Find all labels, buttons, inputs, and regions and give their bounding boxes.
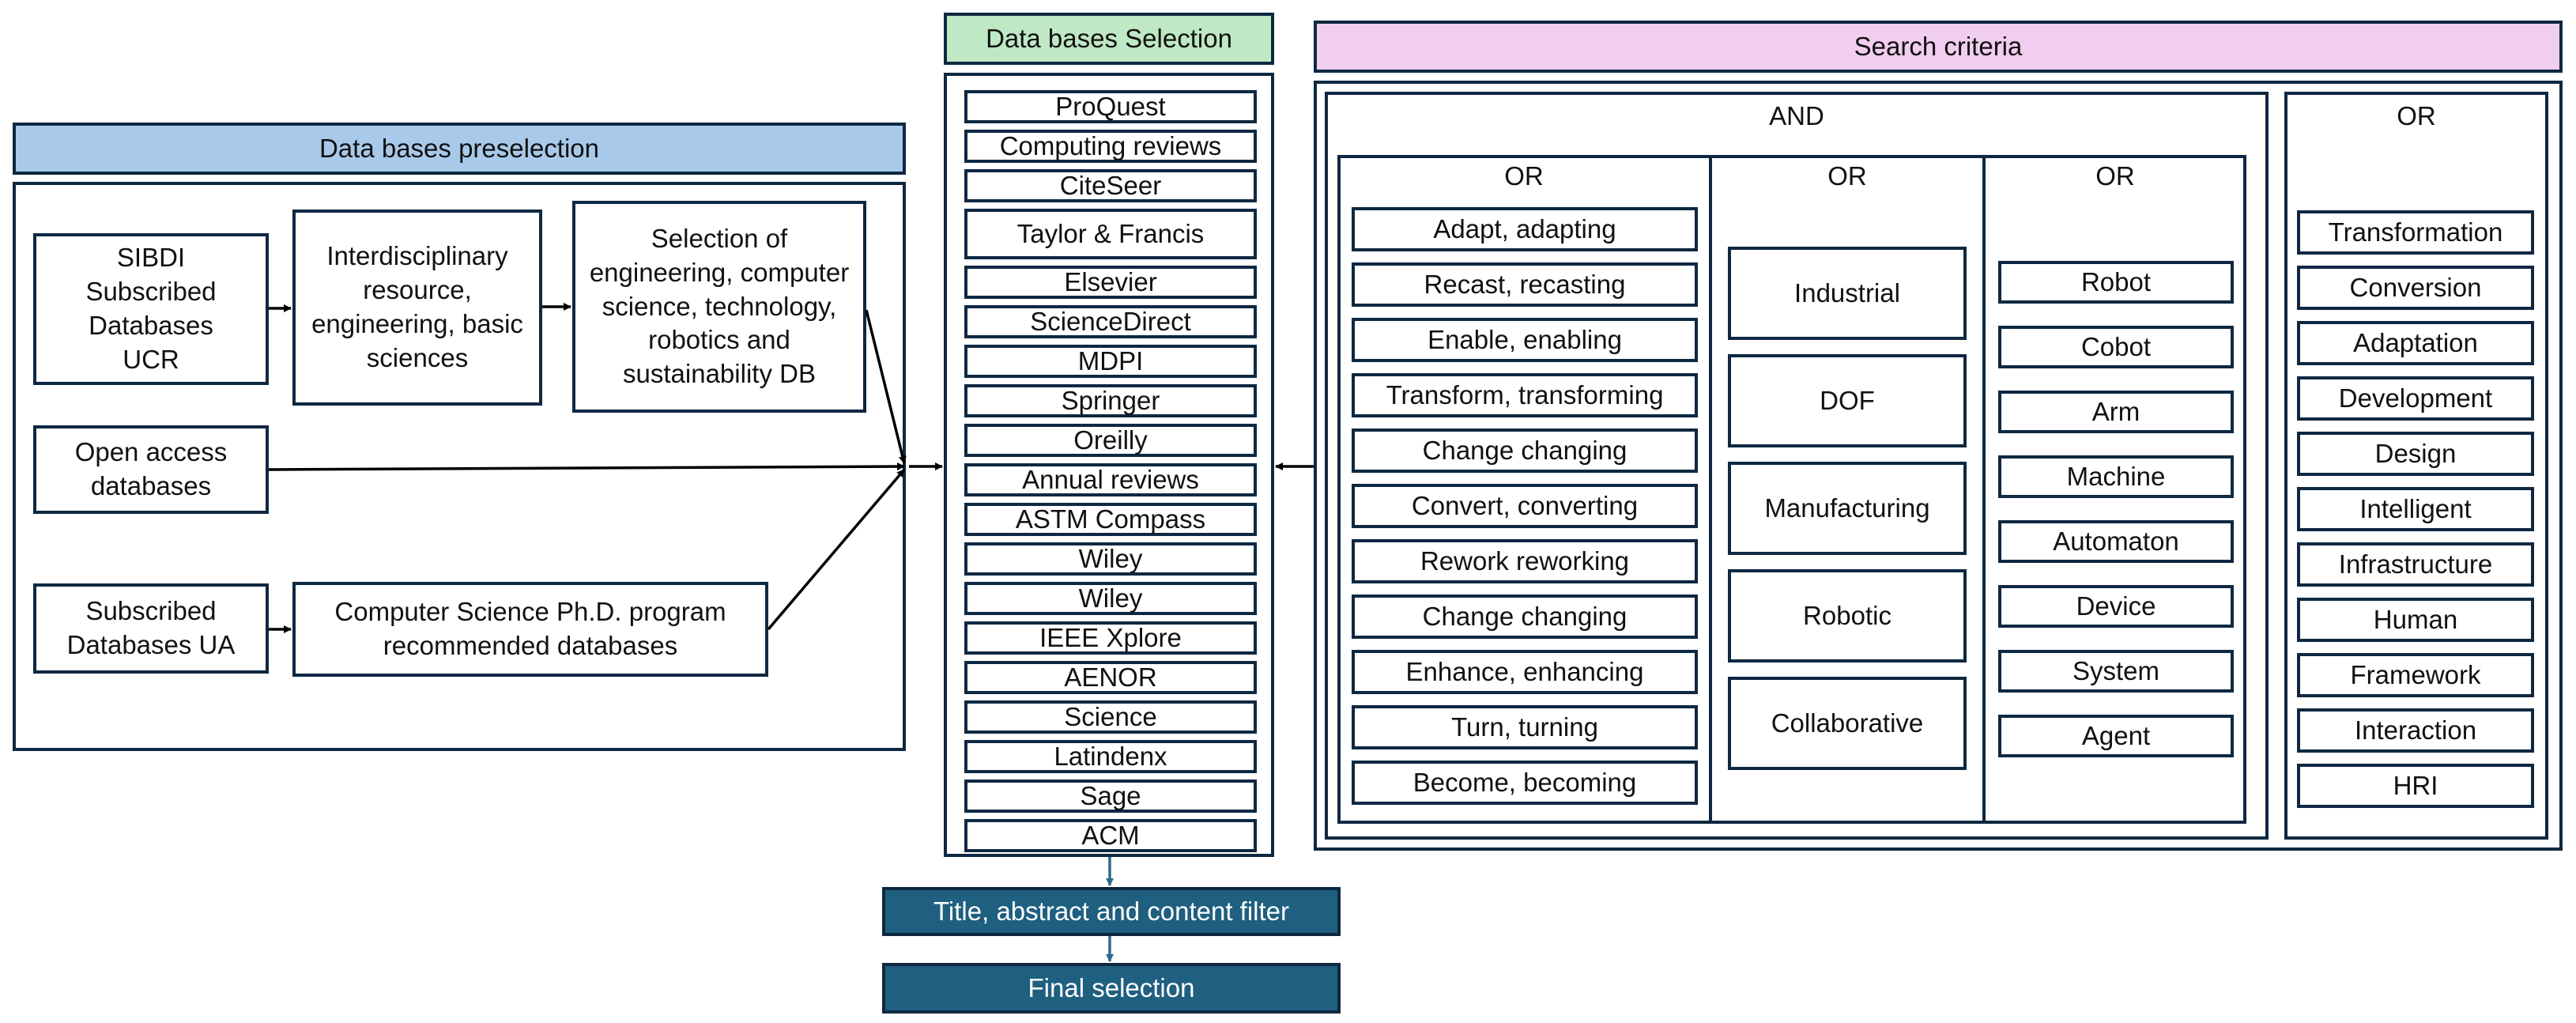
- verb-term: Rework reworking: [1352, 539, 1698, 583]
- concept-term: Design: [2297, 432, 2534, 476]
- verb-term: Transform, transforming: [1352, 373, 1698, 417]
- domain-term: Manufacturing: [1728, 462, 1967, 555]
- database-item: Annual reviews: [964, 463, 1257, 496]
- verb-term: Convert, converting: [1352, 484, 1698, 528]
- selection-header: Data bases Selection: [944, 13, 1274, 65]
- database-item: Oreilly: [964, 424, 1257, 457]
- database-item: ProQuest: [964, 90, 1257, 123]
- concept-term: Transformation: [2297, 210, 2534, 255]
- agent-term: Machine: [1998, 455, 2234, 498]
- concept-terms: Transformation Conversion Adaptation Dev…: [2297, 210, 2534, 808]
- database-item: CiteSeer: [964, 169, 1257, 202]
- or-group-concepts: [2284, 92, 2548, 840]
- database-item: AENOR: [964, 661, 1257, 694]
- and-group: [1325, 92, 2269, 840]
- or-label-concepts: OR: [2397, 101, 2436, 130]
- concept-term: Framework: [2297, 653, 2534, 697]
- agent-term: Arm: [1998, 391, 2234, 433]
- subscribed-ua-box: Subscribed Databases UA: [33, 583, 269, 674]
- or-divider: [1709, 155, 1712, 824]
- selection-of-box: Selection of engineering, computer scien…: [572, 201, 866, 413]
- database-item: Elsevier: [964, 266, 1257, 299]
- or-label-verbs: OR: [1504, 161, 1544, 191]
- database-item: ACM: [964, 819, 1257, 852]
- concept-term: Adaptation: [2297, 321, 2534, 365]
- concept-term: Human: [2297, 598, 2534, 642]
- final-selection-box: Final selection: [882, 963, 1341, 1014]
- and-label: AND: [1769, 101, 1824, 130]
- agent-term: Cobot: [1998, 326, 2234, 368]
- concept-term: Interaction: [2297, 708, 2534, 753]
- preselection-header-text: Data bases preselection: [319, 134, 600, 163]
- database-item: Latindenx: [964, 740, 1257, 773]
- cs-phd-box: Computer Science Ph.D. program recommend…: [292, 582, 768, 677]
- database-item: MDPI: [964, 345, 1257, 378]
- database-item: Taylor & Francis: [964, 209, 1257, 259]
- concept-term: Intelligent: [2297, 487, 2534, 531]
- or-divider: [1982, 155, 1986, 824]
- domain-term: Collaborative: [1728, 677, 1967, 770]
- or-subgroups: [1337, 155, 2246, 824]
- concept-term: Conversion: [2297, 266, 2534, 310]
- agent-term: Agent: [1998, 715, 2234, 757]
- verb-term: Enable, enabling: [1352, 318, 1698, 362]
- concept-term: Development: [2297, 376, 2534, 421]
- database-item: ScienceDirect: [964, 305, 1257, 338]
- verb-term: Change changing: [1352, 428, 1698, 473]
- selection-panel: [944, 73, 1274, 857]
- agent-term: System: [1998, 650, 2234, 693]
- agent-terms: Robot Cobot Arm Machine Automaton Device…: [1998, 261, 2234, 757]
- arrow-csphd-to-merge: [767, 468, 906, 631]
- database-list: ProQuest Computing reviews CiteSeer Tayl…: [964, 90, 1257, 852]
- verb-term: Become, becoming: [1352, 761, 1698, 805]
- sibdi-box: SIBDI Subscribed Databases UCR: [33, 233, 269, 385]
- content-filter-box: Title, abstract and content filter: [882, 887, 1341, 936]
- arrow-openaccess-to-merge: [268, 462, 905, 471]
- database-item: ASTM Compass: [964, 503, 1257, 536]
- interdisciplinary-box: Interdisciplinary resource, engineering,…: [292, 210, 542, 406]
- verb-term: Recast, recasting: [1352, 262, 1698, 307]
- database-item: Wiley: [964, 542, 1257, 576]
- agent-term: Device: [1998, 585, 2234, 628]
- agent-term: Automaton: [1998, 520, 2234, 563]
- or-label-agents: OR: [2095, 161, 2135, 191]
- verb-term: Enhance, enhancing: [1352, 650, 1698, 694]
- verb-terms: Adapt, adapting Recast, recasting Enable…: [1352, 207, 1698, 805]
- database-item: IEEE Xplore: [964, 621, 1257, 655]
- database-item: Science: [964, 700, 1257, 734]
- verb-term: Change changing: [1352, 595, 1698, 639]
- domain-term: Industrial: [1728, 247, 1967, 340]
- database-item: Computing reviews: [964, 130, 1257, 163]
- preselection-header: Data bases preselection: [13, 123, 906, 175]
- domain-term: Robotic: [1728, 569, 1967, 662]
- verb-term: Adapt, adapting: [1352, 207, 1698, 251]
- database-item: Springer: [964, 384, 1257, 417]
- domain-term: DOF: [1728, 354, 1967, 447]
- database-item: Sage: [964, 780, 1257, 813]
- database-item: Wiley: [964, 582, 1257, 615]
- domain-terms: Industrial DOF Manufacturing Robotic Col…: [1728, 247, 1967, 770]
- criteria-header-text: Search criteria: [1854, 32, 2023, 61]
- selection-header-text: Data bases Selection: [986, 24, 1232, 53]
- criteria-panel: [1314, 81, 2563, 851]
- agent-term: Robot: [1998, 261, 2234, 304]
- concept-term: Infrastructure: [2297, 542, 2534, 587]
- open-access-box: Open access databases: [33, 425, 269, 514]
- concept-term: HRI: [2297, 764, 2534, 808]
- criteria-header: Search criteria: [1314, 21, 2563, 73]
- or-label-domains: OR: [1827, 161, 1867, 191]
- arrow-selection-to-merge: [865, 309, 907, 464]
- verb-term: Turn, turning: [1352, 705, 1698, 749]
